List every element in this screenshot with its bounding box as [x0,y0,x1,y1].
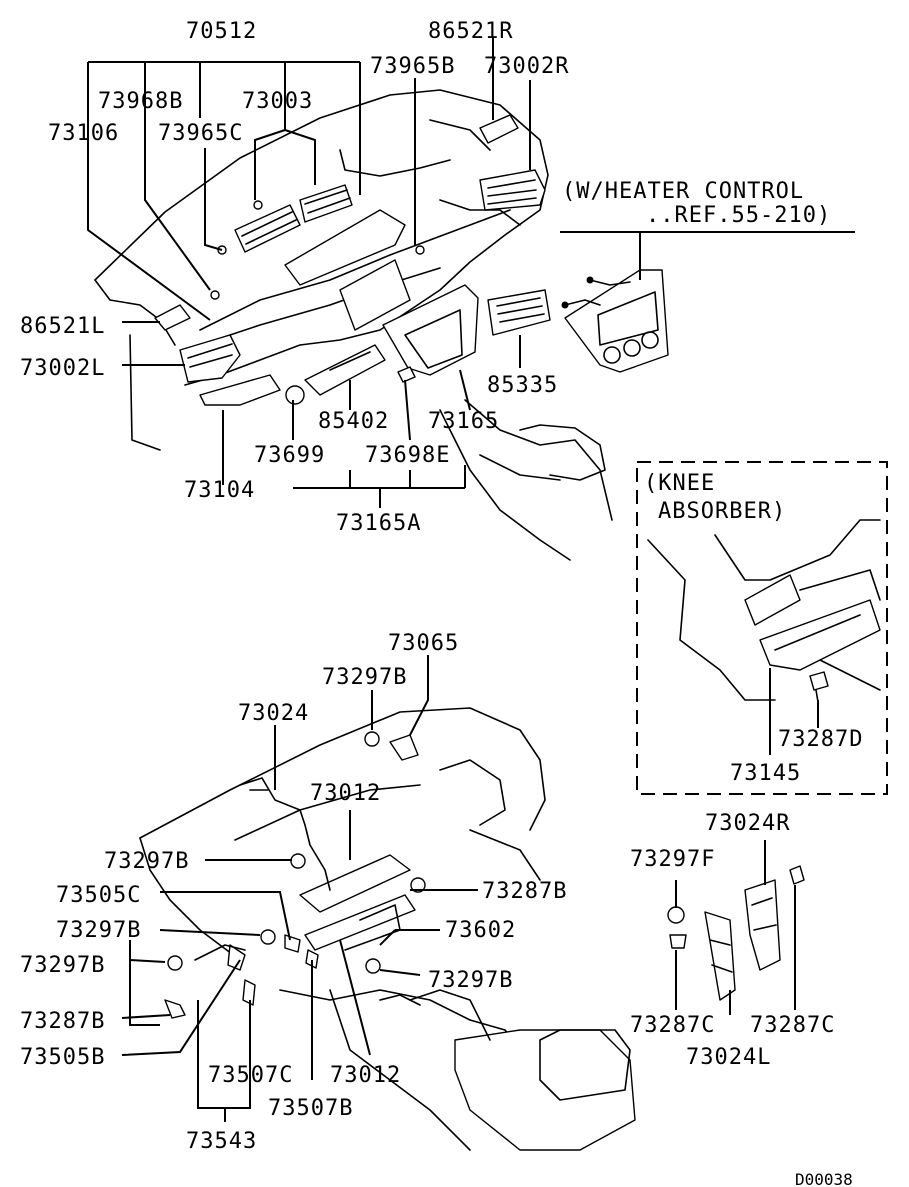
label-73965B: 73965B [370,54,455,79]
label-73699: 73699 [254,443,325,468]
label-73104: 73104 [184,478,255,503]
leader-lines [87,38,888,1122]
heater-note-line2: ..REF.55-210) [646,203,831,228]
label-85402: 85402 [318,409,389,434]
label-70512: 70512 [186,19,257,44]
instrument-panel-illustration [94,89,613,561]
label-73287D: 73287D [778,727,863,752]
part-labels: 70512 86521R 73965B 73002R 73968B 73003 … [20,19,863,1187]
knee-note-line1: (KNEE [644,471,715,496]
heater-note-line1: (W/HEATER CONTROL [562,179,804,204]
label-73287C-right: 73287C [750,1013,835,1038]
label-86521L: 86521L [20,314,105,339]
label-73297B-l2: 73297B [20,953,105,978]
label-73505B: 73505B [20,1045,105,1070]
label-73297B-l1: 73297B [56,918,141,943]
label-73012-bottom: 73012 [330,1063,401,1088]
label-73024: 73024 [238,701,309,726]
knee-absorber-illustration [647,519,881,703]
knee-note-line2: ABSORBER) [658,499,786,524]
label-73165A: 73165A [336,511,421,536]
label-85335: 85335 [487,373,558,398]
label-73002L: 73002L [20,356,105,381]
label-73165: 73165 [428,409,499,434]
label-73003: 73003 [242,89,313,114]
label-73507C: 73507C [208,1063,293,1088]
heater-control-illustration [487,269,669,373]
drawing-code: D00038 [795,1170,853,1187]
label-73297F: 73297F [630,847,715,872]
label-73602: 73602 [445,918,516,943]
label-73297B-top: 73297B [322,665,407,690]
label-73145: 73145 [730,761,801,786]
label-73287C-left: 73287C [630,1013,715,1038]
label-73287B-left: 73287B [20,1009,105,1034]
label-73297B-mid: 73297B [104,849,189,874]
side-brackets-illustration [667,865,805,1001]
label-73024L: 73024L [686,1045,771,1070]
label-73297B-right: 73297B [428,968,513,993]
label-73505C: 73505C [56,883,141,908]
label-73065: 73065 [388,631,459,656]
label-73012-top: 73012 [310,781,381,806]
label-73024R: 73024R [705,811,790,836]
label-73698E: 73698E [365,443,450,468]
label-86521R: 86521R [428,19,513,44]
label-73965C: 73965C [158,121,243,146]
label-73106: 73106 [48,121,119,146]
reinforcement-illustration [139,707,636,1151]
label-73507B: 73507B [268,1096,353,1121]
label-73287B-right: 73287B [482,879,567,904]
label-73002R: 73002R [484,54,569,79]
label-73968B: 73968B [98,89,183,114]
label-73543: 73543 [186,1129,257,1154]
